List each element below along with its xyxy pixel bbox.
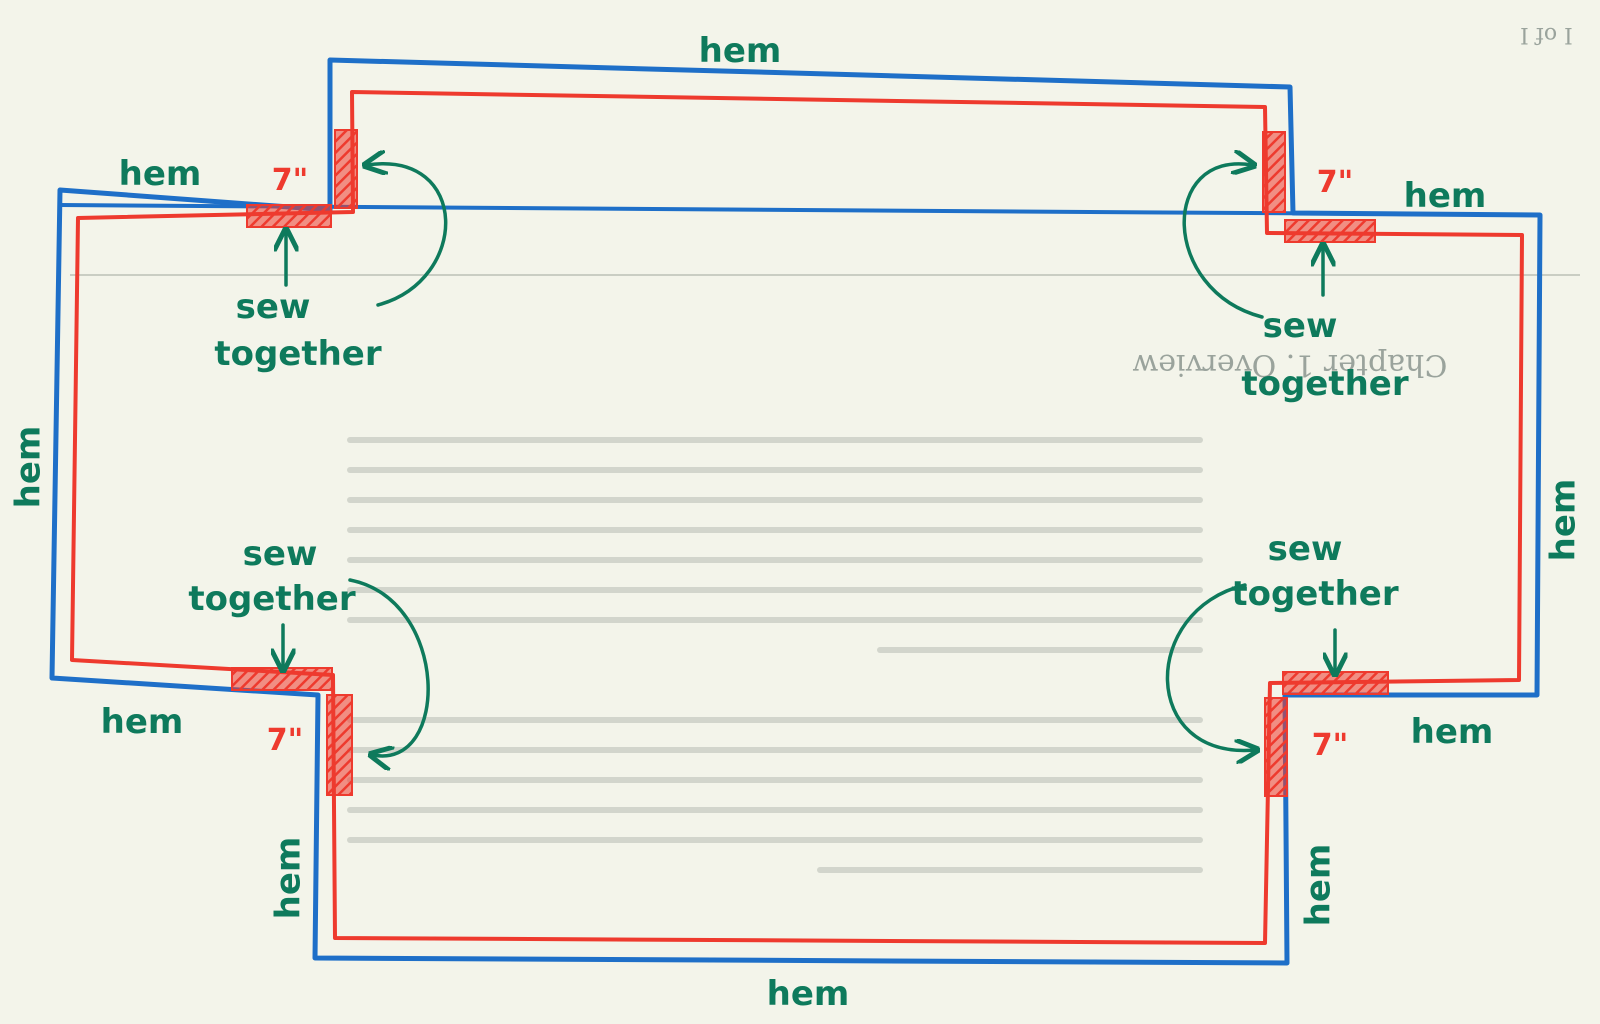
together-word: together bbox=[214, 334, 382, 374]
sew-word: sew bbox=[1263, 306, 1338, 346]
seam-strip-bottom-left-vertical bbox=[326, 694, 353, 796]
sew-together-top-left: sew together bbox=[214, 287, 382, 374]
together-word: together bbox=[1241, 364, 1409, 404]
hem-label-bottom: hem bbox=[767, 974, 850, 1014]
sew-word: sew bbox=[236, 287, 311, 327]
arrows bbox=[283, 164, 1335, 756]
seam-strip-top-left-vertical bbox=[334, 129, 358, 209]
seam-strip-top-left-horizontal bbox=[246, 204, 332, 228]
hem-label-top: hem bbox=[699, 31, 782, 71]
bleed-text-lines bbox=[347, 437, 1203, 873]
seam-strips bbox=[231, 129, 1389, 797]
together-word: together bbox=[1231, 574, 1399, 614]
sew-together-bottom-right: sew together bbox=[1231, 529, 1399, 614]
page-corner-label: I of I bbox=[1520, 22, 1573, 47]
sew-together-top-right: sew together bbox=[1241, 306, 1409, 404]
hem-label-right: hem bbox=[1544, 479, 1584, 562]
hem-label-left: hem bbox=[9, 426, 49, 509]
sew-word: sew bbox=[1268, 529, 1343, 569]
arrow-curve-bottom-left bbox=[348, 578, 430, 756]
hem-label-right-leg: hem bbox=[1299, 844, 1339, 927]
seam-length-label-top-left: 7" bbox=[272, 163, 309, 198]
hem-label-left-leg: hem bbox=[269, 837, 309, 920]
arrow-curve-top-right bbox=[1182, 164, 1264, 319]
hem-label-bottom-right: hem bbox=[1411, 712, 1494, 752]
sew-together-bottom-left: sew together bbox=[188, 534, 356, 619]
seam-strip-bottom-left-horizontal bbox=[231, 667, 333, 691]
seam-strip-top-right-vertical bbox=[1262, 131, 1286, 213]
hem-label-top-left: hem bbox=[119, 154, 202, 194]
seam-outline bbox=[70, 90, 1524, 945]
hem-label-top-right: hem bbox=[1404, 176, 1487, 216]
seam-strip-top-right-horizontal bbox=[1284, 219, 1376, 243]
arrow-curve-bottom-right bbox=[1165, 583, 1255, 750]
together-word: together bbox=[188, 579, 356, 619]
seam-strip-bottom-right-horizontal bbox=[1282, 671, 1389, 695]
seam-length-label-bottom-right: 7" bbox=[1312, 728, 1349, 763]
bleed-heading: Chapter 1. Overview bbox=[1132, 347, 1447, 382]
seam-length-label-bottom-left: 7" bbox=[267, 723, 304, 758]
arrow-curve-top-left bbox=[367, 164, 448, 307]
hem-label-bottom-left: hem bbox=[101, 702, 184, 742]
sew-word: sew bbox=[243, 534, 318, 574]
seam-strip-bottom-right-vertical bbox=[1264, 697, 1288, 797]
seam-length-label-top-right: 7" bbox=[1317, 165, 1354, 200]
